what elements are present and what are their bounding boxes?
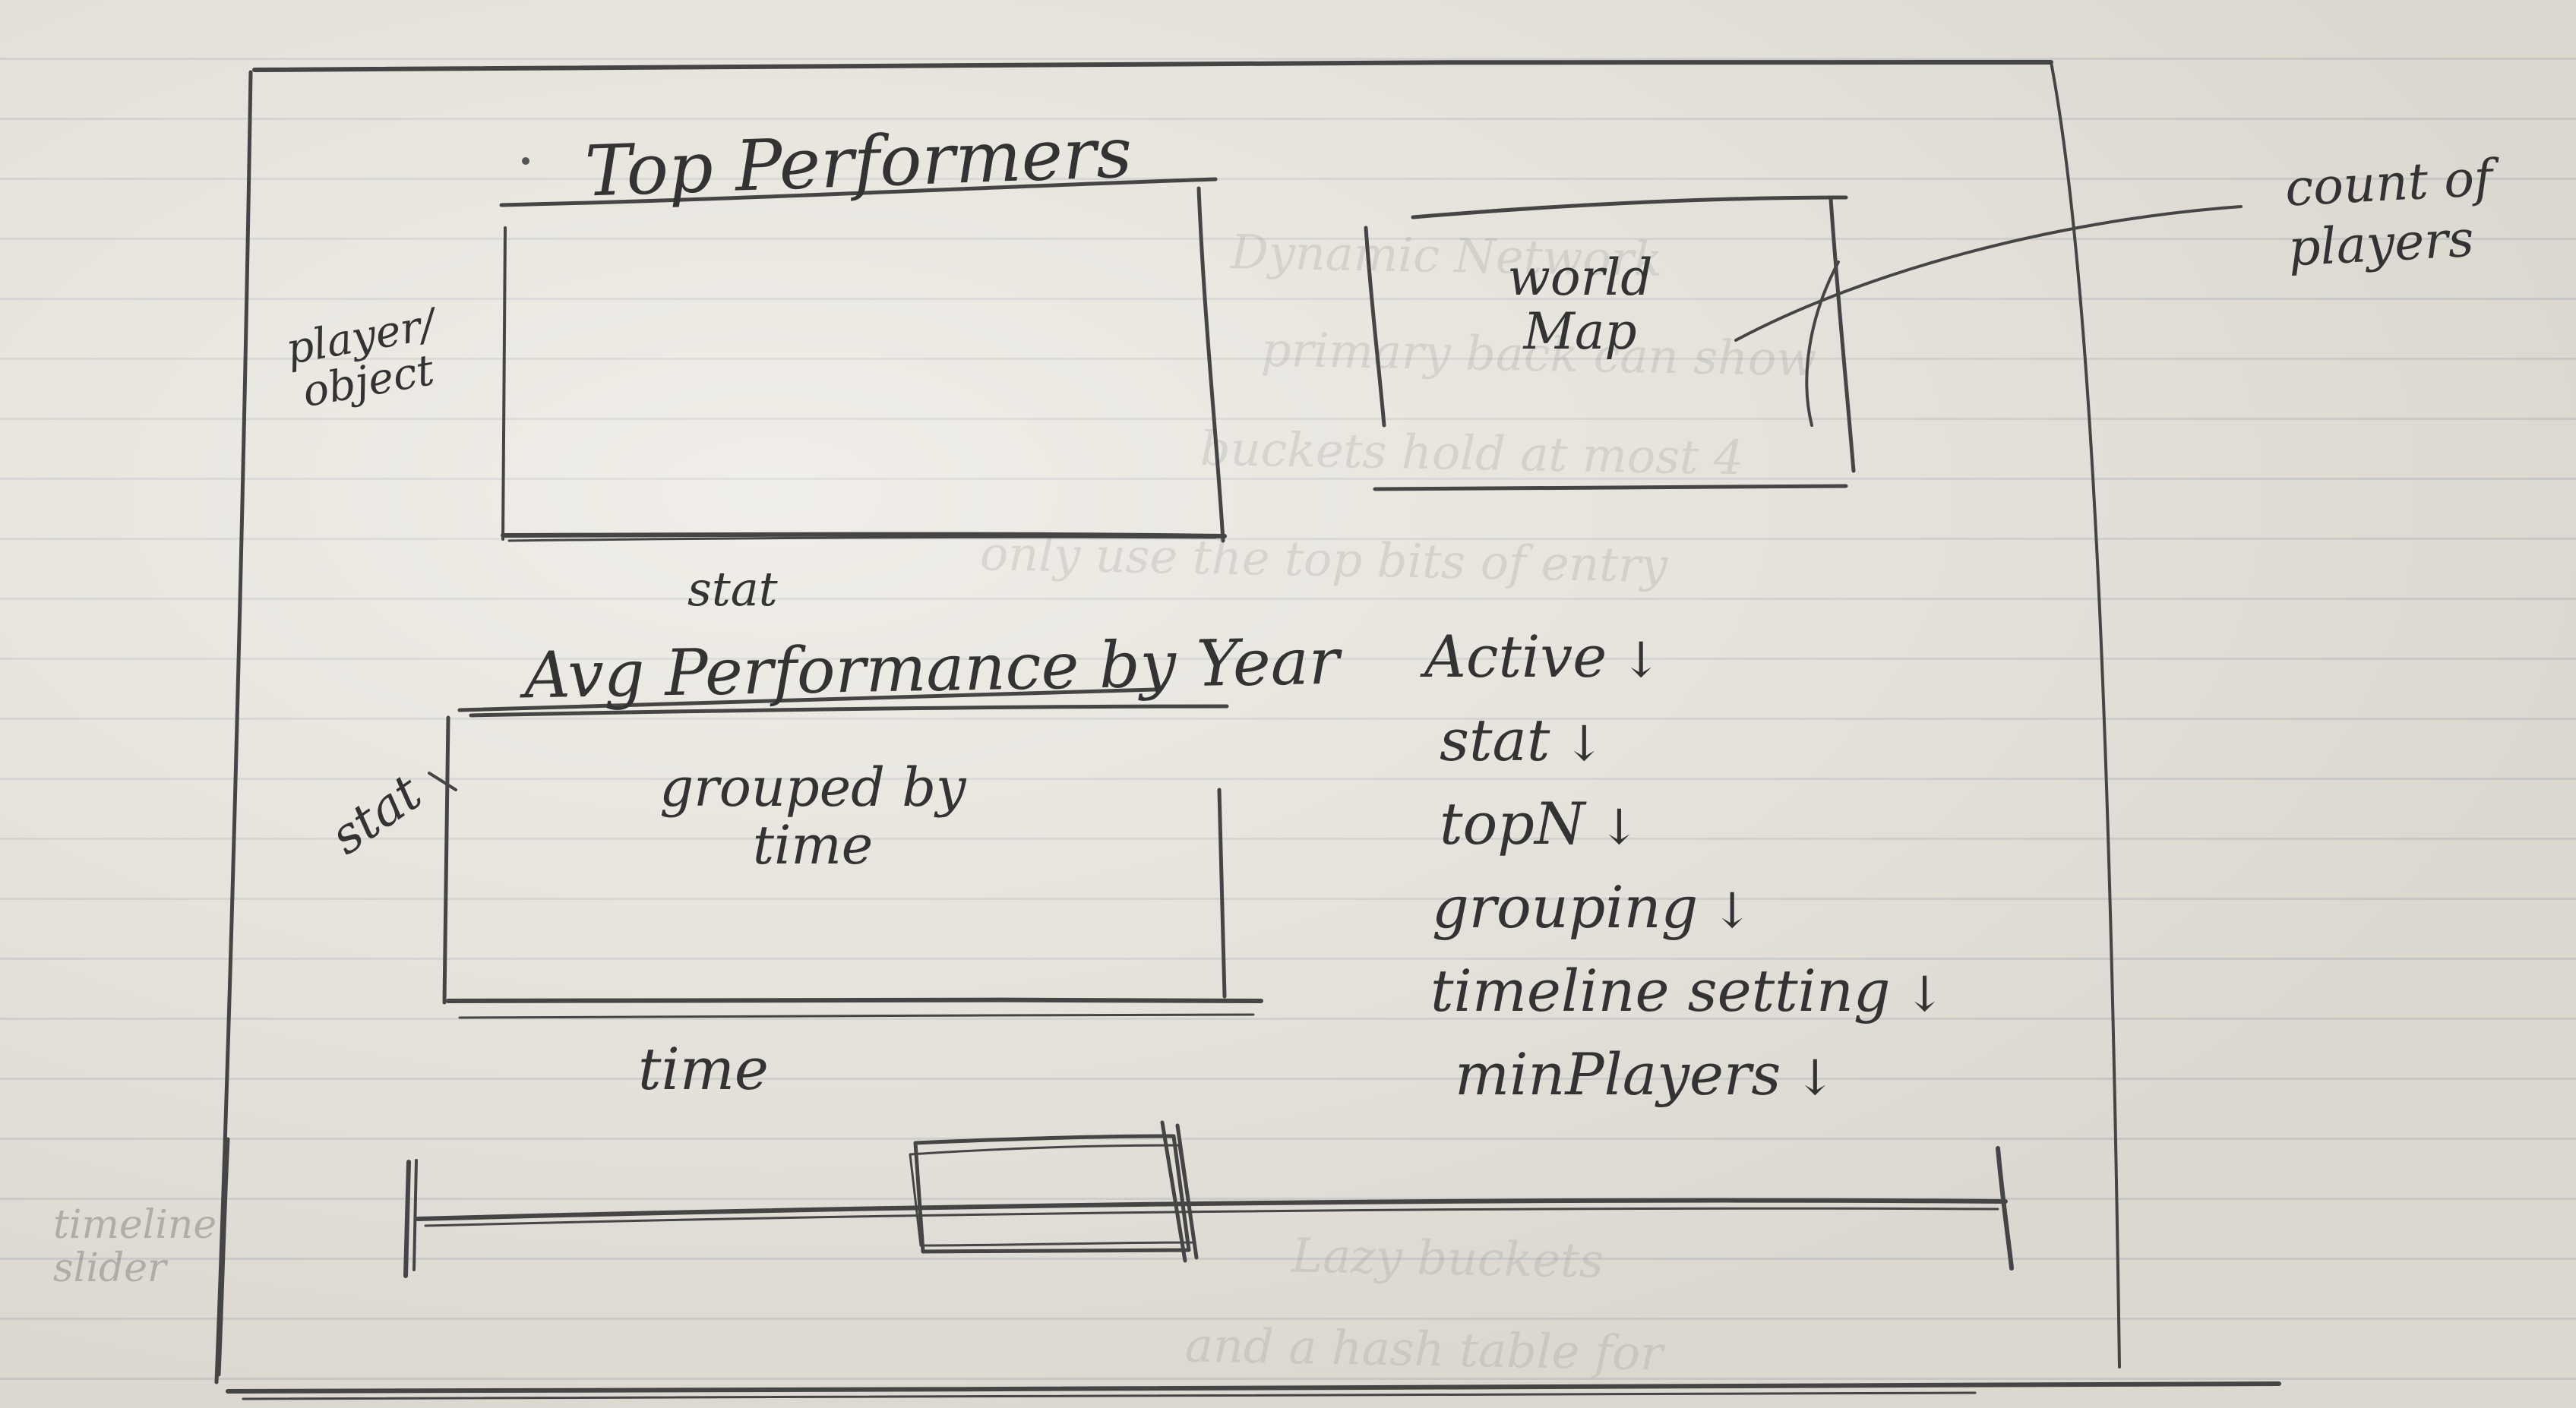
chevron-down-icon: ↓: [1563, 716, 1605, 772]
pencil-dot: [522, 157, 529, 165]
stat-dropdown-label: stat: [1440, 706, 1550, 774]
world-map-title: world Map: [1507, 248, 1653, 361]
minplayers-dropdown-label: minPlayers: [1455, 1040, 1781, 1108]
frame-right-line: [2050, 61, 2121, 1369]
timeline-slider-track: [217, 1137, 2014, 1377]
chevron-down-icon: ↓: [1904, 967, 1945, 1023]
frame-left-line: [214, 70, 253, 1384]
active-dropdown[interactable]: Active↓: [1424, 615, 1945, 699]
stat-dropdown[interactable]: stat↓: [1440, 699, 1945, 782]
frame-bottom-line-2: [242, 1391, 1977, 1400]
annotation-leader-stroke: [1805, 260, 1840, 427]
frame-bottom-line: [226, 1381, 2281, 1394]
chevron-down-icon: ↓: [1712, 883, 1753, 939]
topn-dropdown[interactable]: topN↓: [1440, 782, 1945, 866]
annotation-leader-line: [1734, 205, 2243, 342]
chevron-down-icon: ↓: [1794, 1050, 1835, 1107]
minplayers-dropdown[interactable]: minPlayers↓: [1455, 1033, 1945, 1116]
timeline-slider-handle[interactable]: [909, 1120, 1199, 1263]
frame-top-line: [252, 59, 2053, 72]
grouping-dropdown-label: grouping: [1432, 873, 1699, 941]
avg-performance-x-label: time: [638, 1035, 769, 1103]
active-dropdown-label: Active: [1424, 623, 1607, 690]
timeline-setting-dropdown[interactable]: timeline setting↓: [1430, 949, 1945, 1033]
avg-title-underline: [457, 687, 1157, 712]
world-map-box: [1364, 195, 2243, 491]
chevron-down-icon: ↓: [1598, 800, 1640, 856]
grouping-dropdown[interactable]: grouping↓: [1432, 866, 1945, 949]
chevron-down-icon: ↓: [1620, 633, 1661, 689]
topn-dropdown-label: topN: [1440, 790, 1585, 857]
top-performers-box: [499, 177, 1227, 543]
top-performers-title: Top Performers: [583, 112, 1133, 213]
controls-panel: Active↓ stat↓ topN↓ grouping↓ timeline s…: [1424, 615, 1945, 1116]
avg-performance-box: [428, 687, 1263, 1019]
avg-performance-title: Avg Performance by Year: [523, 623, 1340, 713]
avg-performance-body: grouped by time: [659, 756, 966, 876]
world-map-annotation: count of players: [2284, 148, 2495, 278]
timeline-setting-dropdown-label: timeline setting: [1430, 957, 1891, 1024]
timeline-slider-label: timeline slider: [53, 1202, 217, 1292]
top-performers-x-label: stat: [687, 561, 778, 617]
